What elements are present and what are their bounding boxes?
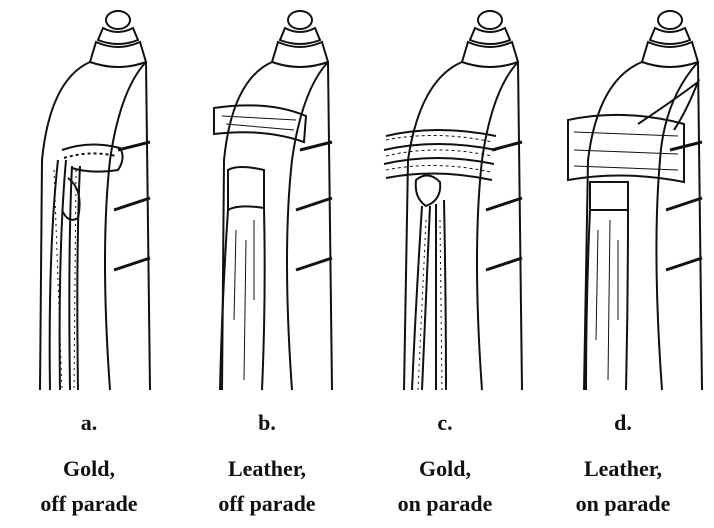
illustration-d (534, 0, 712, 400)
knob-top (106, 11, 130, 29)
panel-letter: c. (356, 410, 534, 436)
caption-line-1: Leather, (178, 456, 356, 482)
panel-d: d. Leather, on parade (534, 0, 712, 528)
post-left-edge (404, 62, 462, 390)
stripe-3 (666, 258, 702, 270)
post-right-edge (698, 62, 702, 390)
knob-mid (98, 28, 138, 44)
knob-mid (280, 28, 320, 44)
panel-b: b. Leather, off parade (178, 0, 356, 528)
cord-loop-texture (64, 153, 116, 158)
cord-2-left (69, 166, 72, 390)
stripe-1 (118, 142, 150, 150)
stripe-3 (114, 258, 150, 270)
stripe-2 (114, 198, 150, 210)
cord-wrap-4 (386, 173, 492, 180)
knob-base (642, 42, 698, 67)
illustration-b (178, 0, 356, 400)
cord-1-left (412, 206, 422, 390)
strap-right (626, 210, 628, 390)
stripe-3 (486, 258, 522, 270)
post-inner-edge (477, 62, 518, 390)
panel-letter: a. (0, 410, 178, 436)
caption-line-2: off parade (0, 491, 178, 517)
cord-wrap-3 (384, 158, 494, 164)
cord-1-right (422, 206, 430, 390)
cord-1-right (60, 160, 66, 390)
cord-2-right (444, 200, 446, 390)
post-right-edge (328, 62, 332, 390)
illustration-a (0, 0, 178, 400)
cord-wrap-texture (386, 135, 492, 172)
knob-mid (650, 28, 690, 44)
stripe-3 (296, 258, 332, 270)
leather-band (568, 115, 684, 182)
knob-base (462, 42, 518, 67)
cord-1-left (50, 160, 58, 390)
stripe-2 (296, 198, 332, 210)
panel-a: a. Gold, off parade (0, 0, 178, 528)
stripe-1 (492, 142, 522, 150)
blade-tip (638, 82, 698, 130)
strap-texture (596, 220, 618, 380)
panel-c: c. Gold, on parade (356, 0, 534, 528)
caption-line-2: off parade (178, 491, 356, 517)
cord-knot (416, 175, 441, 206)
post-inner-edge (656, 62, 698, 390)
caption-line-2: on parade (356, 491, 534, 517)
caption-line-1: Leather, (534, 456, 712, 482)
caption-line-1: Gold, (0, 456, 178, 482)
stripe-2 (666, 198, 702, 210)
panel-letter: d. (534, 410, 712, 436)
caption-line-1: Gold, (356, 456, 534, 482)
cord-2-texture (74, 170, 76, 390)
stripe-1 (670, 142, 702, 150)
post-right-edge (518, 62, 522, 390)
cord-texture (418, 220, 442, 390)
leather-band-texture (222, 116, 296, 130)
post-left-edge (40, 62, 90, 390)
post-inner-edge (105, 62, 146, 390)
post-right-edge (146, 62, 150, 390)
strap-buckle (228, 167, 264, 210)
caption-line-2: on parade (534, 491, 712, 517)
strap-texture (234, 220, 254, 380)
strap-right (262, 208, 265, 390)
cord-wrap-2 (384, 144, 496, 150)
panel-letter: b. (178, 410, 356, 436)
post-left-edge (584, 62, 642, 390)
knob-base (90, 42, 146, 67)
stripe-2 (486, 198, 522, 210)
illustration-c (356, 0, 534, 400)
knob-base (272, 42, 328, 67)
knob-mid (470, 28, 510, 44)
strap-buckle (590, 182, 628, 210)
knob-top (288, 11, 312, 29)
knob-top (478, 11, 502, 29)
knob-top (658, 11, 682, 29)
